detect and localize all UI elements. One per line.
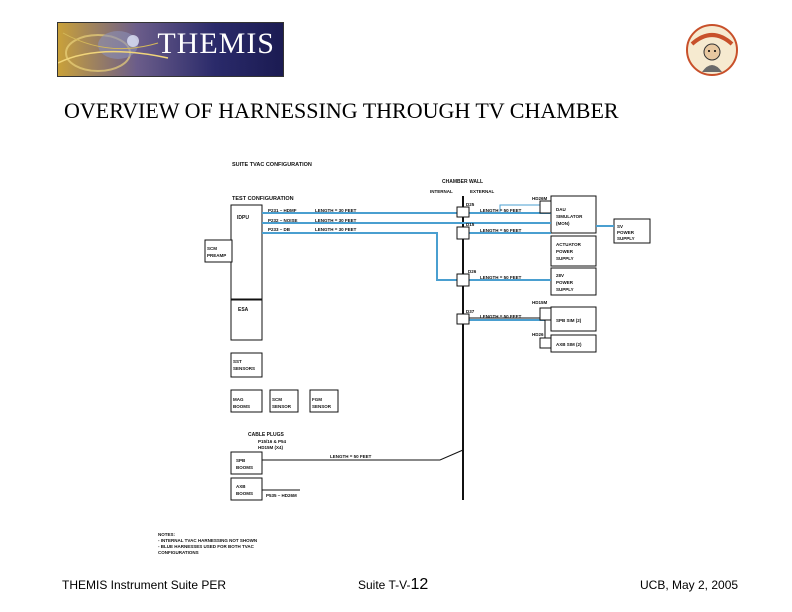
scm-sensor-label-1: SCM bbox=[272, 397, 282, 402]
power-supply-label-1: SV bbox=[617, 224, 623, 229]
spb-booms-box bbox=[230, 451, 263, 475]
logo-text: THEMIS bbox=[157, 27, 275, 60]
esa-label: ESA bbox=[238, 307, 249, 313]
notes-line-1: NOTES: bbox=[158, 532, 176, 537]
sst-box bbox=[230, 352, 263, 378]
connector-d25 bbox=[456, 206, 470, 218]
hd26-label: HD26 bbox=[532, 332, 544, 337]
diagram-heading: SUITE TVAC CONFIGURATION bbox=[232, 162, 312, 168]
ps28-label-2: POWER bbox=[556, 280, 574, 285]
mag-booms-label-2: BOOMS bbox=[233, 404, 250, 409]
ps28-label-3: SUPPLY bbox=[556, 287, 574, 292]
p233-label: P233 – DB bbox=[268, 227, 291, 232]
actuator-ps-label-1: ACTUATOR bbox=[556, 242, 582, 247]
idpu-box bbox=[230, 204, 263, 300]
actuator-ps-label-3: SUPPLY bbox=[556, 256, 574, 261]
spb-sim-box bbox=[550, 306, 597, 332]
hd26m-label: HD26M bbox=[532, 196, 548, 201]
dau-sim-label-2: SIMULATOR bbox=[556, 214, 583, 219]
length-50-5: LENGTH = 50 FEET bbox=[330, 454, 372, 459]
spb-booms-label-1: SPB bbox=[236, 458, 246, 463]
power-supply-box bbox=[613, 218, 651, 244]
d25-label: D25 bbox=[466, 202, 475, 207]
connector-hd15m bbox=[539, 307, 552, 321]
ps28-label-1: 28V bbox=[556, 273, 564, 278]
length-50-1: LENGTH = 50 FEET bbox=[480, 208, 522, 213]
notes-line-2: - INTERNAL TVAC HARNESSING NOT SHOWN bbox=[158, 538, 257, 543]
axb-booms-label-2: BOOMS bbox=[236, 491, 253, 496]
external-label: EXTERNAL bbox=[470, 189, 495, 194]
page-title: OVERVIEW OF HARNESSING THROUGH TV CHAMBE… bbox=[64, 98, 619, 123]
footer-page-number: 12 bbox=[410, 576, 429, 593]
black-cable-4 bbox=[262, 449, 464, 461]
axb-booms-box bbox=[230, 477, 263, 501]
actuator-ps-label-2: POWER bbox=[556, 249, 574, 254]
hd15m-label: HD15M bbox=[532, 300, 548, 305]
connectors bbox=[456, 200, 552, 349]
spb-sim-label: SPB SIM (2) bbox=[556, 318, 582, 323]
plug-note-1: P15/16 & P54 bbox=[258, 439, 287, 444]
plug-note-2: HD15M (X4) bbox=[258, 445, 284, 450]
axb-booms-label-1: AXB bbox=[236, 484, 246, 489]
connector-hd26 bbox=[539, 337, 552, 349]
power-supply-label-3: SUPPLY bbox=[617, 236, 635, 241]
length-50-4: LENGTH = 50 FEET bbox=[480, 314, 522, 319]
d37-label: D37 bbox=[466, 309, 475, 314]
fgm-sensor-box bbox=[309, 389, 339, 413]
esa-box bbox=[230, 299, 263, 341]
footer-page-prefix: Suite T-V- bbox=[358, 578, 411, 592]
mag-booms-box bbox=[230, 389, 263, 413]
dau-sim-label-1: DAU bbox=[556, 207, 566, 212]
themis-logo: THEMIS bbox=[57, 22, 284, 77]
black-cables bbox=[262, 310, 551, 491]
p231-label: P231 – HDMF bbox=[268, 208, 297, 213]
internal-label: INTERNAL bbox=[430, 189, 453, 194]
length-50-3: LENGTH = 50 FEET bbox=[480, 275, 522, 280]
sst-label-2: SENSORS bbox=[233, 366, 255, 371]
scm-preamp-label-2: PREAMP bbox=[207, 253, 226, 258]
mag-booms-label-1: MAG bbox=[233, 397, 244, 402]
connector-d26 bbox=[456, 273, 470, 287]
p535-label: P535 – HD26M bbox=[266, 493, 297, 498]
d15-label: D15 bbox=[466, 222, 475, 227]
test-config-label: TEST CONFIGURATION bbox=[232, 196, 294, 202]
length-30-3: LENGTH = 30 FEET bbox=[315, 227, 357, 232]
dau-sim-label-3: (MON) bbox=[556, 221, 570, 226]
p232-label: P232 – NOISE bbox=[268, 218, 298, 223]
dau-sim-box bbox=[550, 195, 597, 234]
scm-preamp-box bbox=[204, 239, 233, 263]
idpu-label: IDPU bbox=[237, 215, 249, 221]
length-50-2: LENGTH = 50 FEET bbox=[480, 228, 522, 233]
notes-line-3: - BLUE HARNESSES USED FOR BOTH TVAC bbox=[158, 544, 255, 549]
notes-line-4: CONFIGURATIONS bbox=[158, 550, 199, 555]
scm-sensor-label-2: SENSOR bbox=[272, 404, 292, 409]
ps28-box bbox=[550, 267, 597, 296]
power-supply-label-2: POWER bbox=[617, 230, 635, 235]
logo-background bbox=[58, 23, 283, 76]
axb-sim-label: AXB SIM (2) bbox=[556, 342, 582, 347]
footer-left: THEMIS Instrument Suite PER bbox=[62, 578, 227, 592]
length-30-1: LENGTH = 30 FEET bbox=[315, 208, 357, 213]
fgm-sensor-label-1: FGM bbox=[312, 397, 322, 402]
scm-sensor-box bbox=[269, 389, 299, 413]
footer-page: Suite T-V-12 bbox=[358, 576, 428, 594]
actuator-ps-box bbox=[550, 235, 597, 267]
spb-booms-label-2: BOOMS bbox=[236, 465, 253, 470]
cable-6 bbox=[499, 204, 540, 213]
cable-3 bbox=[262, 232, 551, 281]
connector-hd26m bbox=[539, 200, 552, 214]
connector-d15 bbox=[456, 226, 470, 240]
chamber-wall-label: CHAMBER WALL bbox=[442, 179, 483, 185]
mission-patch-icon bbox=[684, 22, 740, 78]
d26-label: D26 bbox=[468, 269, 477, 274]
connector-d37 bbox=[456, 313, 470, 325]
length-30-2: LENGTH = 30 FEET bbox=[315, 218, 357, 223]
cable-plugs-label: CABLE PLUGS bbox=[248, 432, 285, 438]
fgm-sensor-label-2: SENSOR bbox=[312, 404, 332, 409]
blue-cables bbox=[262, 204, 614, 321]
footer-right: UCB, May 2, 2005 bbox=[640, 578, 739, 592]
sst-label-1: SST bbox=[233, 359, 242, 364]
scm-preamp-label-1: SCM bbox=[207, 246, 217, 251]
